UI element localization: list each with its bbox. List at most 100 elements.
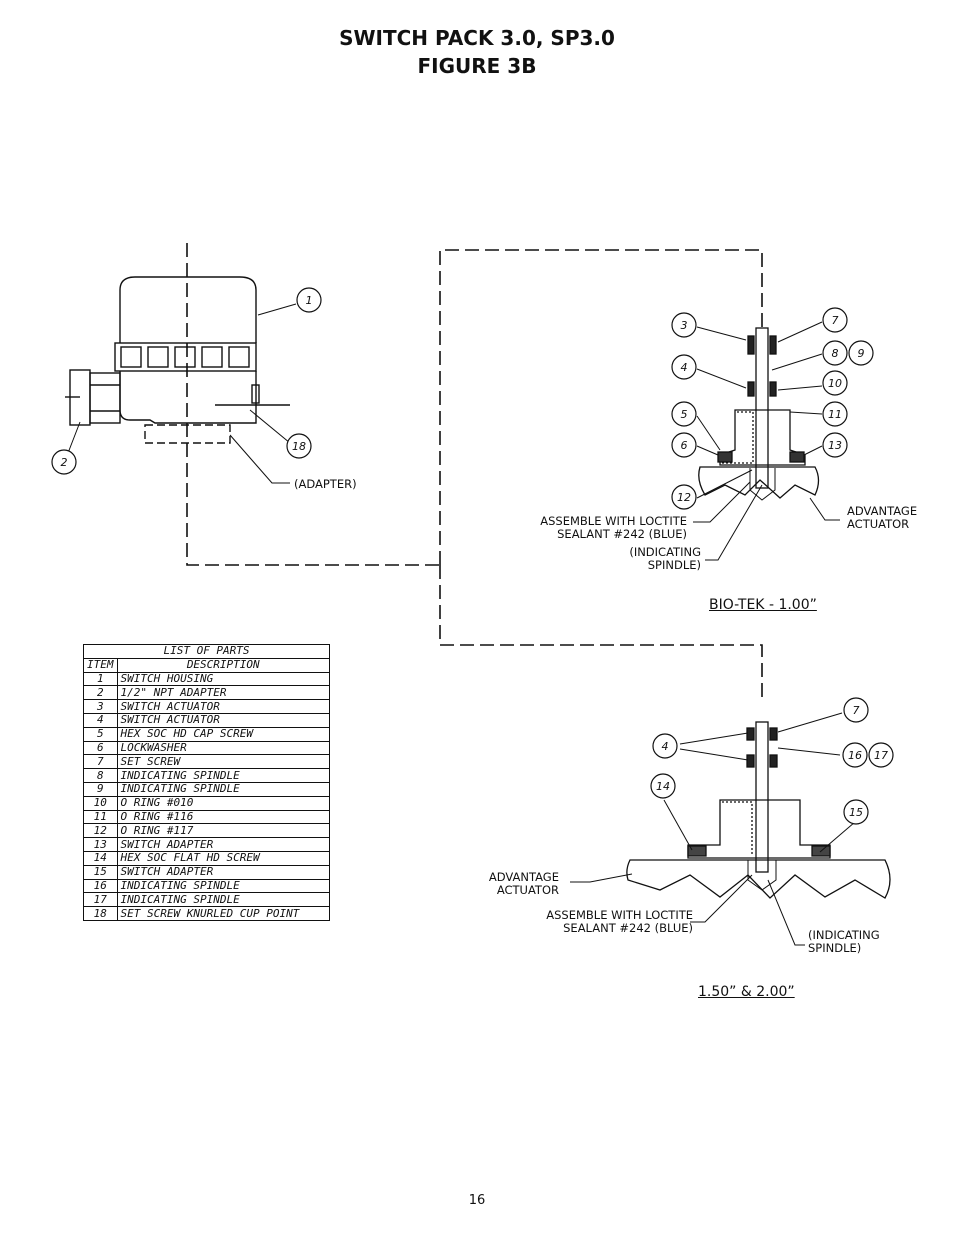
balloons: [51, 287, 894, 825]
balloon-1: [296, 287, 322, 313]
balloon-17: [868, 742, 894, 768]
spindle-note-bottom-line2: SPINDLE): [808, 941, 862, 955]
leader-lines: [67, 303, 856, 946]
item-number: 13: [83, 837, 118, 852]
balloon-num: 13: [828, 439, 842, 452]
item-number: 7: [83, 754, 118, 770]
balloon-num: 8: [832, 347, 839, 360]
balloon-16: [842, 742, 868, 768]
balloon-14: [650, 773, 676, 799]
item-number: 2: [83, 685, 118, 701]
page-title: SWITCH PACK 3.0, SP3.0: [339, 26, 615, 50]
figure-title: FIGURE 3B: [417, 54, 537, 78]
actuator-label-top: ADVANTAGE ACTUATOR: [847, 505, 917, 531]
balloon-3: [671, 312, 697, 338]
parts-list-header-row: ITEM DESCRIPTION: [83, 657, 330, 673]
item-number: 11: [83, 809, 118, 825]
item-number: 14: [83, 850, 118, 866]
parts-list-title: LIST OF PARTS: [83, 644, 330, 659]
actuator-label-bottom: ADVANTAGE ACTUATOR: [470, 871, 559, 897]
balloon-7: [822, 307, 848, 333]
balloon-numbers: 1 2 18 3 4 5 6 12 7 8 9 10 11 13 7 4 14 …: [61, 294, 889, 819]
item-number: 3: [83, 699, 118, 714]
loctite-note-bottom: ASSEMBLE WITH LOCTITE SEALANT #242 (BLUE…: [520, 909, 693, 935]
balloon-num: 18: [292, 440, 306, 453]
dashed-connectors: [186, 243, 763, 700]
balloon-num: 1: [306, 294, 313, 307]
item-description: SET SCREW: [116, 754, 330, 770]
balloon-num: 3: [681, 319, 688, 332]
balloon-num: 7: [853, 704, 860, 717]
balloon-num: 7: [832, 314, 839, 327]
balloon-num: 11: [828, 408, 842, 421]
item-number: 10: [83, 795, 118, 811]
item-description: SWITCH ADAPTER: [116, 864, 330, 880]
balloon-num: 5: [681, 408, 688, 421]
balloon-18: [286, 433, 312, 459]
balloon-11: [822, 401, 848, 427]
item-number: 18: [83, 906, 118, 921]
switch-housing-drawing: [65, 276, 290, 444]
loctite-note-top: ASSEMBLE WITH LOCTITE SEALANT #242 (BLUE…: [520, 515, 687, 541]
loctite-note-bottom-line2: SEALANT #242 (BLUE): [563, 921, 693, 935]
loctite-note-top-line1: ASSEMBLE WITH LOCTITE: [540, 514, 687, 528]
balloon-5: [671, 401, 697, 427]
item-description: INDICATING SPINDLE: [116, 878, 330, 894]
item-description: O RING #116: [116, 809, 330, 825]
spindle-note-bottom-line1: (INDICATING: [808, 928, 880, 942]
balloon-num: 2: [61, 456, 68, 469]
balloon-10: [822, 370, 848, 396]
balloon-12: [671, 484, 697, 510]
balloon-num: 12: [677, 491, 691, 504]
col-item-header: ITEM: [83, 657, 118, 673]
spindle-note-top-line2: SPINDLE): [647, 558, 701, 572]
item-description: HEX SOC FLAT HD SCREW: [116, 850, 330, 866]
actuator-label-top-line1: ADVANTAGE: [847, 504, 918, 518]
item-number: 17: [83, 892, 118, 908]
page-number: 16: [468, 1193, 486, 1208]
item-number: 8: [83, 768, 118, 783]
balloon-6: [671, 432, 697, 458]
balloon-num: 14: [656, 780, 670, 793]
balloon-4: [671, 354, 697, 380]
balloon-num: 6: [681, 439, 688, 452]
item-description: HEX SOC HD CAP SCREW: [116, 726, 330, 742]
parts-list-title-row: LIST OF PARTS: [83, 644, 330, 659]
actuator-label-top-line2: ACTUATOR: [847, 517, 910, 531]
item-description: SWITCH ACTUATOR: [116, 699, 330, 714]
item-description: SWITCH ACTUATOR: [116, 712, 330, 728]
caption-top: BIO-TEK - 1.00”: [709, 597, 817, 613]
item-number: 4: [83, 712, 118, 728]
spindle-note-bottom: (INDICATING SPINDLE): [808, 929, 880, 955]
balloon-num: 10: [828, 377, 842, 390]
spindle-note-top: (INDICATING SPINDLE): [600, 546, 701, 572]
actuator-label-bottom-line2: ACTUATOR: [496, 883, 559, 897]
item-description: INDICATING SPINDLE: [116, 892, 330, 908]
item-description: LOCKWASHER: [116, 740, 330, 756]
loctite-note-bottom-line1: ASSEMBLE WITH LOCTITE: [546, 908, 693, 922]
balloon-num: 9: [858, 347, 865, 360]
item-number: 5: [83, 726, 118, 742]
item-description: INDICATING SPINDLE: [116, 768, 330, 783]
col-desc-header: DESCRIPTION: [116, 657, 330, 673]
balloon-2: [51, 449, 77, 475]
item-description: O RING #117: [116, 823, 330, 839]
item-number: 15: [83, 864, 118, 880]
